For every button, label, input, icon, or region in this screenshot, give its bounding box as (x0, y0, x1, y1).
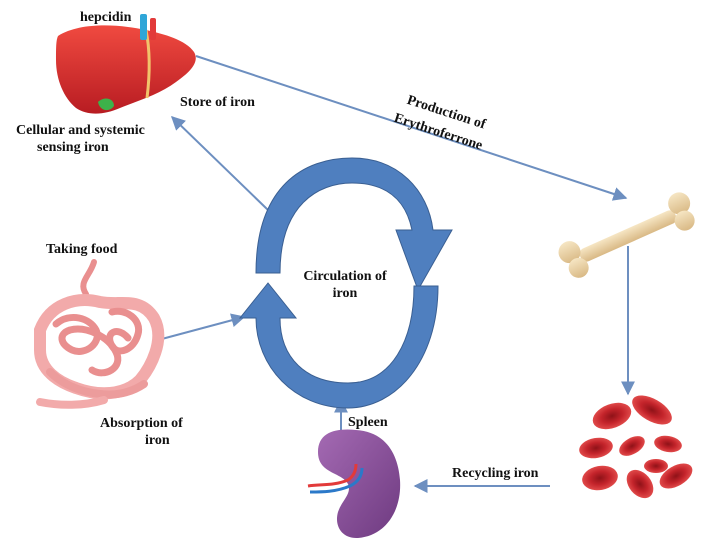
spleen-label: Spleen (348, 414, 388, 431)
recycling-iron-label: Recycling iron (452, 465, 538, 482)
hepcidin-label: hepcidin (80, 9, 131, 26)
absorption-label-line1: Absorption of (100, 415, 183, 432)
absorption-label-line2: iron (145, 432, 170, 449)
red-blood-cells-icon (578, 389, 697, 503)
arrow-cycle-to-liver (172, 117, 268, 210)
arrow-intestine-to-cycle (158, 317, 244, 340)
sensing-label-line1: Cellular and systemic (16, 122, 145, 139)
circulation-label-line1: Circulation of (300, 268, 390, 285)
taking-food-label: Taking food (46, 241, 117, 258)
circulation-label-line2: iron (300, 285, 390, 302)
store-of-iron-label: Store of iron (180, 94, 255, 111)
liver-icon (56, 14, 196, 114)
sensing-label-line2: sensing iron (37, 139, 109, 156)
intestine-icon (40, 262, 158, 405)
spleen-icon (308, 430, 400, 539)
